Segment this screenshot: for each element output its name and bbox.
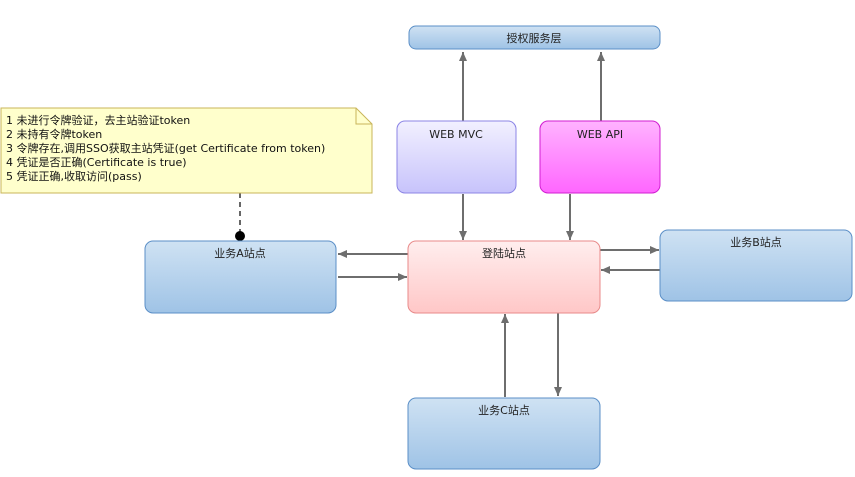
note-shape <box>0 107 373 194</box>
note-line-1: 1 未进行令牌验证，去主站验证token <box>6 113 190 127</box>
note: 1 未进行令牌验证，去主站验证token 2 未持有令牌token 3 令牌存在… <box>0 107 373 194</box>
node-login-site-label: 登陆站点 <box>482 246 526 260</box>
note-line-4: 4 凭证是否正确(Certificate is true) <box>6 155 187 169</box>
note-line-3: 3 令牌存在,调用SSO获取主站凭证(get Certificate from … <box>6 141 325 155</box>
node-auth-layer[interactable]: 授权服务层 <box>408 25 661 50</box>
note-line-2: 2 未持有令牌token <box>6 127 102 141</box>
node-site-c[interactable]: 业务C站点 <box>407 397 601 470</box>
note-line-5: 5 凭证正确,收取访问(pass) <box>6 169 142 183</box>
node-site-b-label: 业务B站点 <box>730 235 782 249</box>
node-web-mvc-label: WEB MVC <box>429 128 483 141</box>
node-web-api[interactable]: WEB API <box>539 120 661 194</box>
node-site-a-label: 业务A站点 <box>214 246 266 260</box>
node-login-site[interactable]: 登陆站点 <box>407 240 601 314</box>
note-fold <box>355 108 372 125</box>
node-site-a[interactable]: 业务A站点 <box>144 240 337 314</box>
node-web-mvc[interactable]: WEB MVC <box>396 120 517 194</box>
node-site-c-label: 业务C站点 <box>478 403 530 417</box>
connectors <box>239 52 660 397</box>
node-web-api-label: WEB API <box>577 128 623 141</box>
note-anchor-dot <box>235 231 245 241</box>
node-auth-layer-label: 授权服务层 <box>507 31 562 45</box>
node-site-b[interactable]: 业务B站点 <box>659 229 853 302</box>
